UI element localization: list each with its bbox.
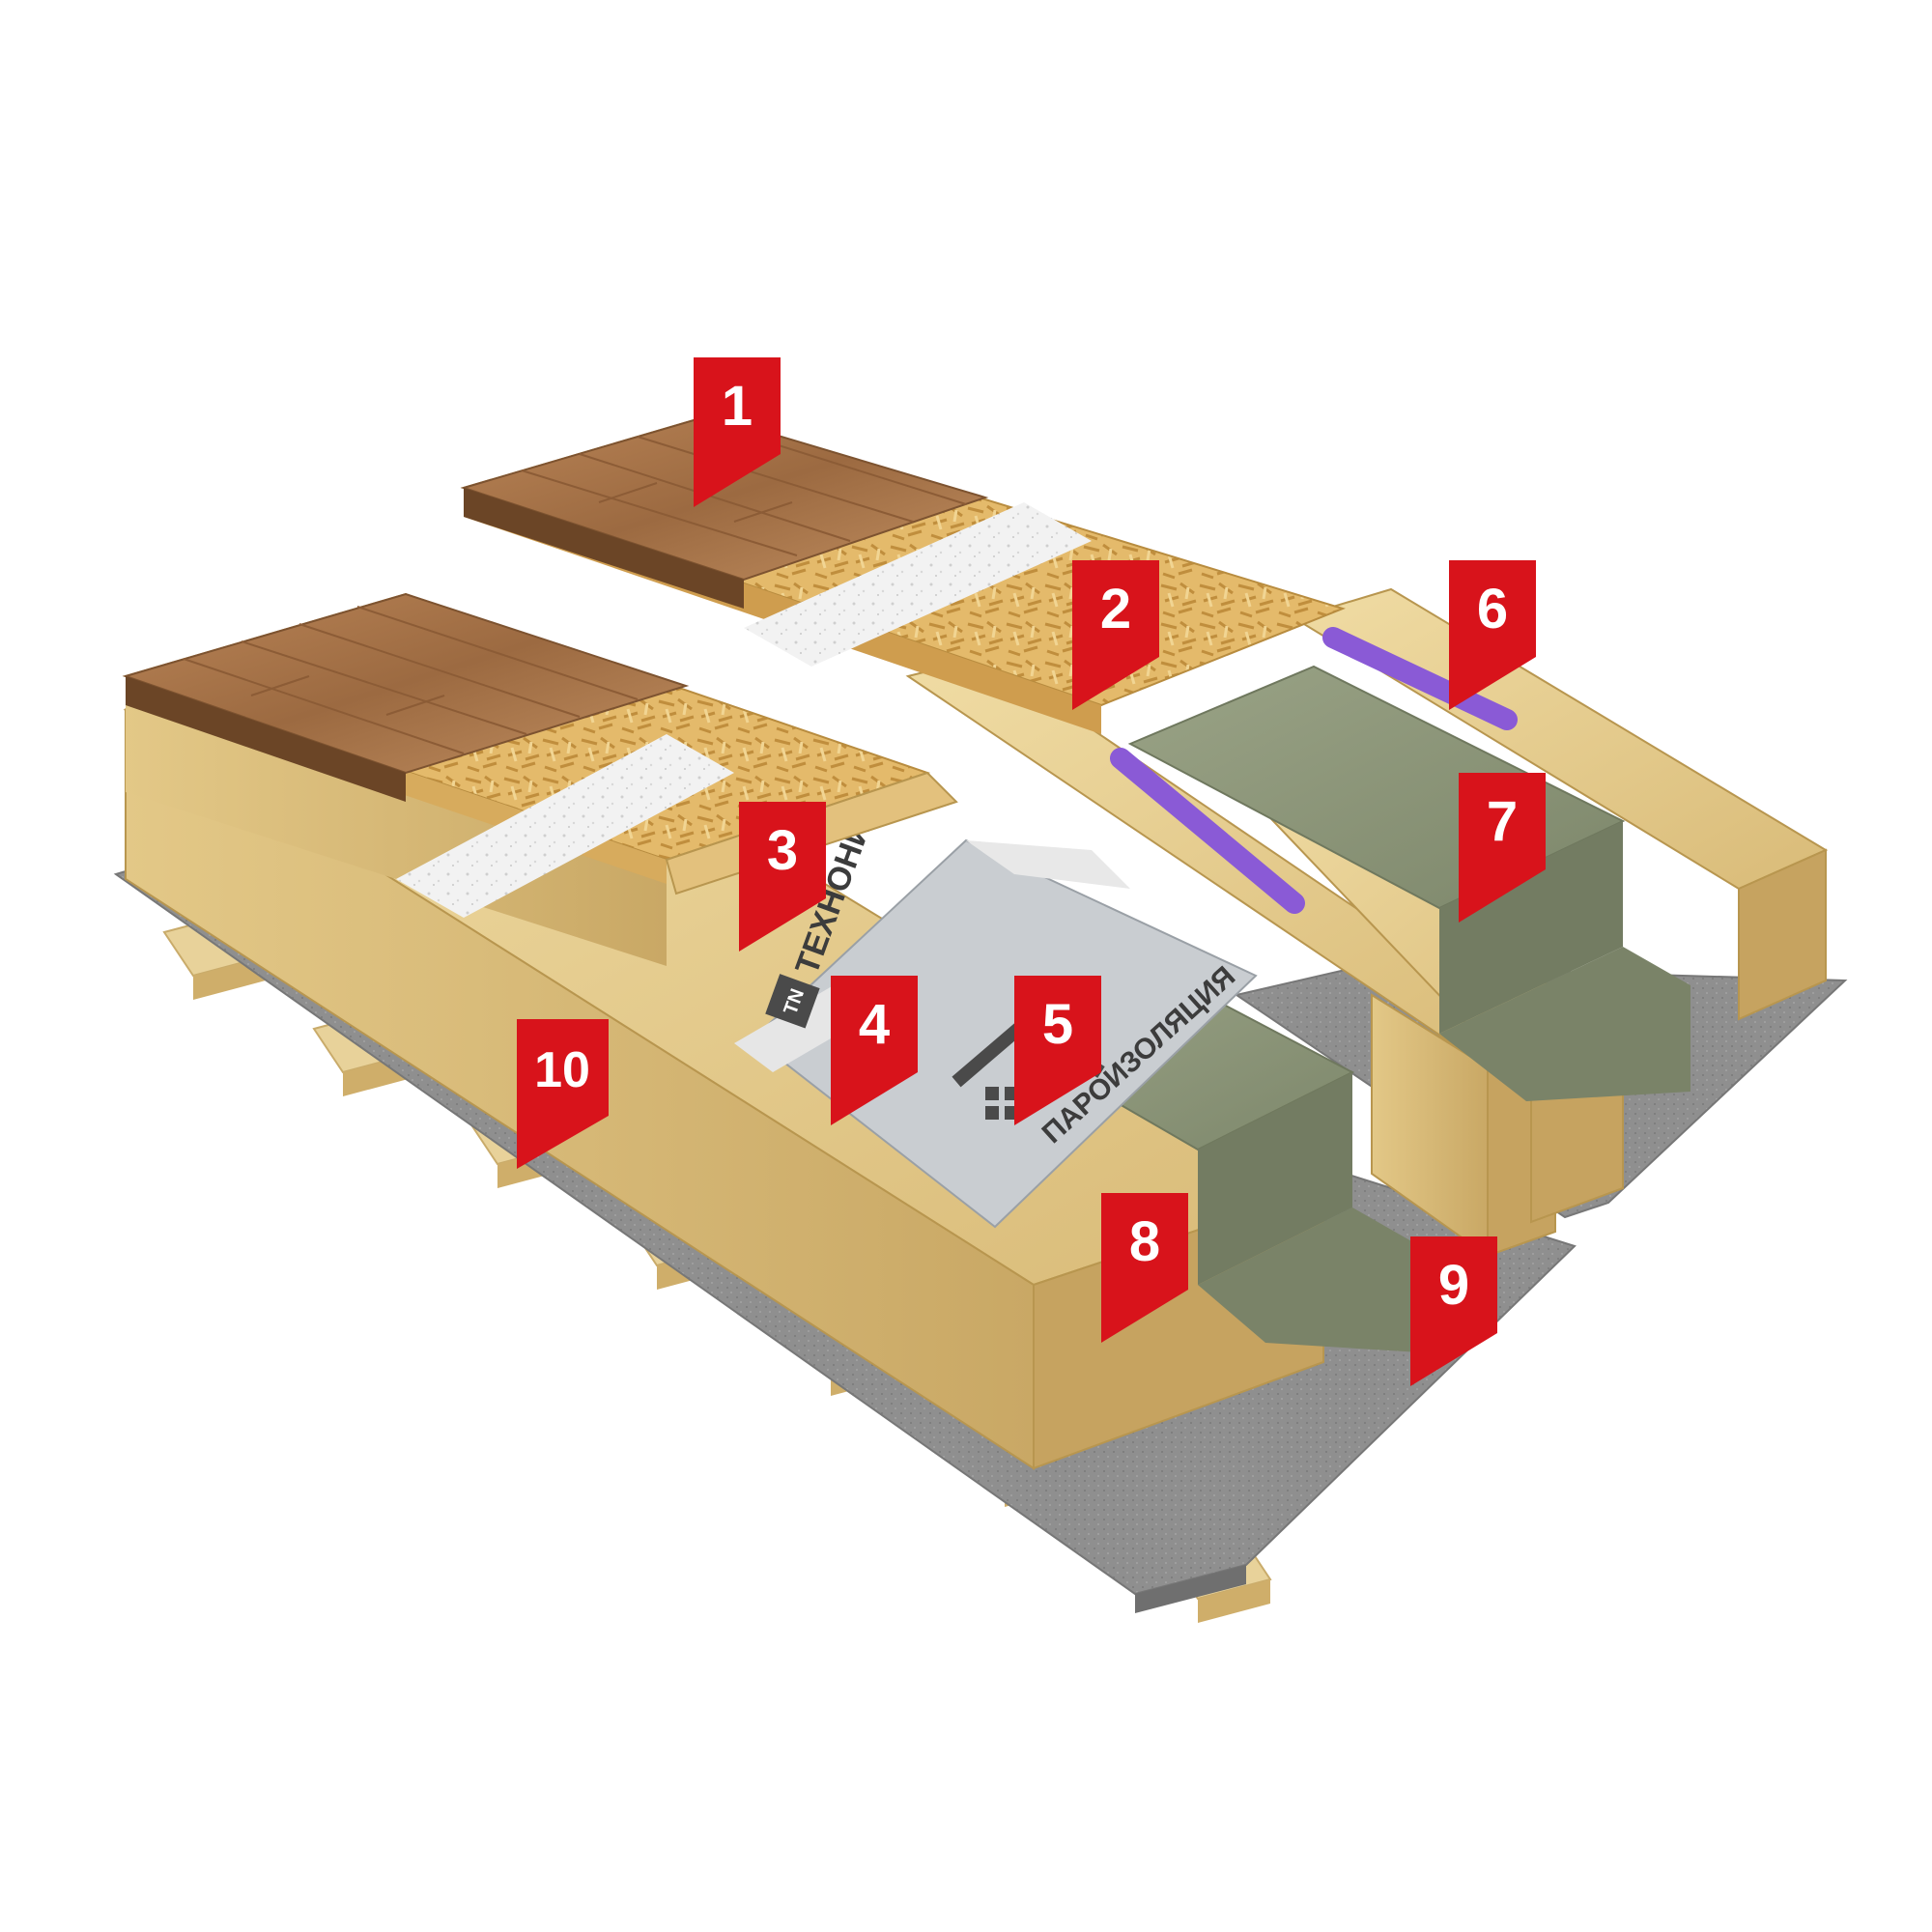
marker-6[interactable]: 6 xyxy=(1449,560,1536,710)
marker-7-label: 7 xyxy=(1487,790,1518,853)
marker-7[interactable]: 7 xyxy=(1459,773,1546,923)
marker-4-label: 4 xyxy=(859,993,890,1056)
marker-2-label: 2 xyxy=(1100,578,1131,640)
marker-9[interactable]: 9 xyxy=(1410,1236,1497,1386)
marker-8-label: 8 xyxy=(1129,1210,1160,1273)
marker-3-label: 3 xyxy=(767,819,798,882)
marker-2[interactable]: 2 xyxy=(1072,560,1159,710)
marker-8[interactable]: 8 xyxy=(1101,1193,1188,1343)
markers: 1 2 3 4 5 6 7 8 xyxy=(517,357,1546,1386)
marker-3[interactable]: 3 xyxy=(739,802,826,952)
marker-4[interactable]: 4 xyxy=(831,976,918,1125)
marker-9-label: 9 xyxy=(1438,1254,1469,1317)
marker-6-label: 6 xyxy=(1477,578,1508,640)
marker-5[interactable]: 5 xyxy=(1014,976,1101,1125)
marker-1[interactable]: 1 xyxy=(694,357,781,507)
marker-5-label: 5 xyxy=(1042,993,1073,1056)
purple-sealant xyxy=(1110,627,1518,914)
parquet-strips-front xyxy=(183,606,639,754)
floor-stack-front xyxy=(122,592,958,966)
marker-1-label: 1 xyxy=(722,375,753,438)
marker-10-label: 10 xyxy=(534,1042,590,1098)
marker-10[interactable]: 10 xyxy=(517,1019,609,1169)
